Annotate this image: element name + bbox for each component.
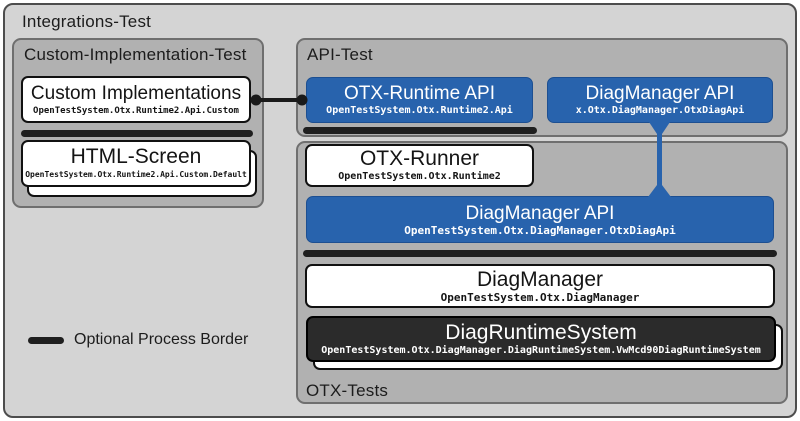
node-title: DiagManager — [476, 267, 604, 291]
node-title: OTX-Runtime API — [344, 83, 495, 104]
node-title: Custom Implementations — [30, 82, 242, 104]
node-namespace: OpenTestSystem.Otx.Runtime2.Api.Custom — [33, 105, 239, 116]
node-diagmanager-api-inner: DiagManager API OpenTestSystem.Otx.DiagM… — [306, 196, 774, 243]
integrations-test-label: Integrations-Test — [22, 12, 152, 31]
node-title: HTML-Screen — [70, 145, 202, 168]
process-border-bar — [21, 130, 253, 137]
node-title: OTX-Runner — [359, 147, 480, 170]
api-test-label: API-Test — [307, 45, 373, 64]
node-otx-runner: OTX-Runner OpenTestSystem.Otx.Runtime2 — [305, 144, 534, 187]
node-namespace: x.Otx.DiagManager.OtxDiagApi — [575, 105, 745, 116]
node-namespace: OpenTestSystem.Otx.DiagManager — [440, 290, 640, 304]
process-border-bar — [303, 250, 777, 257]
process-border-bar — [303, 127, 537, 134]
node-custom-implementations: Custom Implementations OpenTestSystem.Ot… — [21, 76, 251, 123]
node-namespace: OpenTestSystem.Otx.Runtime2 — [338, 171, 501, 182]
node-title: DiagManager API — [585, 83, 735, 104]
node-namespace: OpenTestSystem.Otx.DiagManager.OtxDiagAp… — [404, 223, 676, 237]
process-border-legend-line — [28, 336, 64, 344]
legend: Optional Process Border — [28, 331, 248, 349]
node-namespace: OpenTestSystem.Otx.Runtime2.Api.Custom.D… — [25, 170, 247, 179]
node-diagmanager: DiagManager OpenTestSystem.Otx.DiagManag… — [305, 264, 775, 308]
node-diagmanager-api-top: DiagManager API x.Otx.DiagManager.OtxDia… — [547, 77, 773, 123]
node-namespace: OpenTestSystem.Otx.Runtime2.Api — [326, 105, 513, 116]
node-diagruntimesystem: DiagRuntimeSystem OpenTestSystem.Otx.Dia… — [306, 316, 776, 362]
node-html-screen: HTML-Screen OpenTestSystem.Otx.Runtime2.… — [21, 140, 251, 187]
node-title: DiagRuntimeSystem — [445, 320, 637, 344]
otx-tests-label: OTX-Tests — [306, 381, 389, 400]
node-title: DiagManager API — [465, 202, 615, 224]
node-otx-runtime-api: OTX-Runtime API OpenTestSystem.Otx.Runti… — [306, 77, 533, 123]
node-namespace: OpenTestSystem.Otx.DiagManager.DiagRunti… — [321, 344, 761, 356]
process-border-legend-label: Optional Process Border — [74, 331, 249, 348]
custom-implementation-test-label: Custom-Implementation-Test — [24, 45, 247, 64]
